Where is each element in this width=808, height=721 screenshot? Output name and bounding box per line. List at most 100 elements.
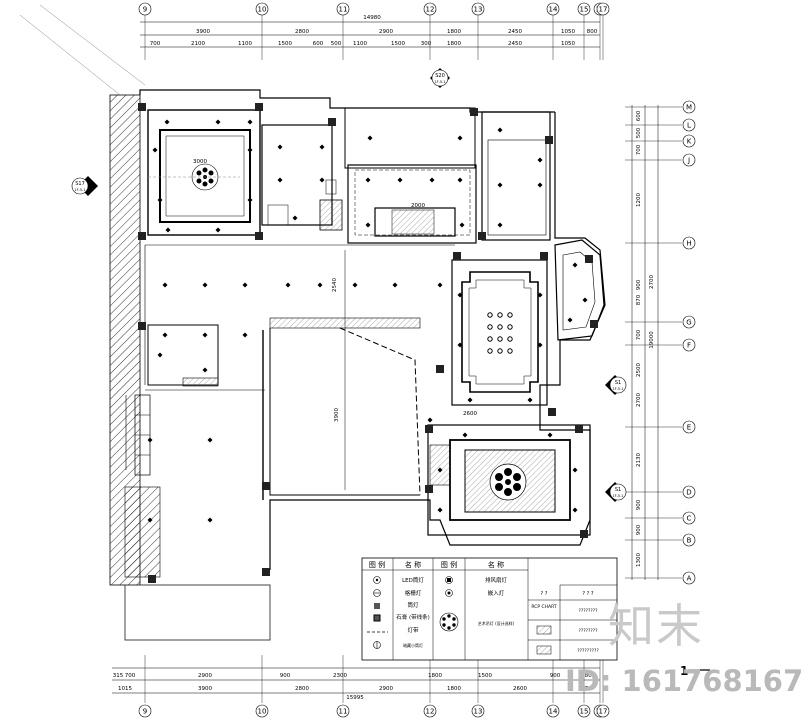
- downlight-icon: [467, 397, 473, 403]
- downlight-icon: [277, 177, 283, 183]
- svg-text:12: 12: [426, 6, 435, 14]
- downlight-icon: [537, 157, 543, 163]
- top-dimension-value: 500: [331, 41, 342, 47]
- downlight-icon: [567, 317, 573, 323]
- svg-text:14: 14: [549, 708, 558, 716]
- axis-bubble-top-14: 14: [546, 2, 560, 60]
- svg-text:12: 12: [426, 708, 435, 716]
- plan-dimension: 2540: [332, 278, 338, 292]
- downlight-icon: [547, 432, 553, 438]
- downlight-icon: [437, 282, 443, 288]
- downlight-icon: [147, 437, 153, 443]
- room-living-top: [344, 107, 477, 244]
- top-dimension-value: 2100: [191, 41, 205, 47]
- downlight-icon: [162, 282, 168, 288]
- axis-bubble-right-J: J: [625, 153, 696, 167]
- downlight-icon: [247, 197, 253, 203]
- legend-item-name: 格栅灯: [405, 589, 422, 597]
- top-dimension-value: 1500: [391, 41, 405, 47]
- downlight-icon: [367, 135, 373, 141]
- room-living-center: [145, 244, 455, 500]
- room-left-small: [134, 245, 265, 476]
- svg-text:11: 11: [339, 708, 348, 716]
- downlight-icon: [292, 215, 298, 221]
- downlight-icon: [462, 432, 468, 438]
- axis-bubble-right-M: M: [625, 100, 696, 114]
- bottom-dimension-value: 1050: [578, 686, 592, 692]
- right-dimension-value: 700: [636, 329, 642, 340]
- svg-text:G: G: [686, 319, 691, 327]
- top-dimension-value: 3900: [196, 29, 210, 35]
- plan-dimension: 3000: [193, 159, 207, 165]
- axis-bubble-bottom-15: 15: [577, 655, 591, 718]
- axis-bubble-bottom-14: 14: [546, 655, 560, 718]
- axis-bubble-top-15: 15: [577, 2, 591, 60]
- downlight-icon: [202, 332, 208, 338]
- top-dimension-value: 2900: [379, 29, 393, 35]
- legend-header: 名 称: [488, 560, 504, 569]
- svg-text:13: 13: [474, 708, 483, 716]
- top-dimension-value: 1800: [447, 41, 461, 47]
- svg-text:D: D: [686, 489, 691, 497]
- section-mark-s17: S17 1F-5-1: [71, 176, 98, 196]
- svg-text:S20: S20: [435, 73, 445, 79]
- axis-bubble-bottom-11: 11: [336, 655, 350, 718]
- svg-text:L: L: [687, 122, 691, 130]
- downlight-icon: [457, 292, 463, 298]
- svg-text:1F-5-1: 1F-5-1: [612, 494, 623, 498]
- downlight-icon: [365, 177, 371, 183]
- top-dimension-value: 2450: [508, 41, 522, 47]
- svg-text:A: A: [687, 575, 692, 583]
- downlight-icon: [537, 342, 543, 348]
- legend-header: 名 称: [405, 560, 421, 569]
- right-dimension-value: 2700: [636, 393, 642, 407]
- downlight-icon: [572, 507, 578, 513]
- downlight-icon: [572, 467, 578, 473]
- downlight-icon: [457, 135, 463, 141]
- room-kitchen: [261, 124, 343, 231]
- exterior-walls: [109, 89, 606, 641]
- svg-text:K: K: [687, 138, 692, 146]
- top-dimension-value: 2800: [295, 29, 309, 35]
- downlight-icon: [437, 467, 443, 473]
- axis-bubble-bottom-13: 13: [471, 655, 485, 718]
- downlight-icon: [207, 437, 213, 443]
- svg-text:M: M: [686, 104, 692, 112]
- construction-line: [19, 14, 121, 96]
- legend-header: 图 例: [369, 560, 385, 569]
- axis-bubble-right-L: L: [625, 118, 696, 132]
- top-dimension-value: 1500: [278, 41, 292, 47]
- right-dimension-value: 1300: [636, 553, 642, 567]
- downlight-icon: [582, 297, 588, 303]
- axis-bubble-right-C: C: [625, 511, 696, 525]
- bottom-dimension-value: 1015: [118, 686, 132, 692]
- construction-line: [39, 4, 146, 86]
- pendant-light-cluster-icon: [487, 312, 513, 354]
- legend-item-name: 嵌入灯: [488, 589, 505, 597]
- bottom-dimension-value: 2300: [333, 673, 347, 679]
- right-dimension-value: 900: [636, 499, 642, 510]
- bottom-dimension-value: 1800: [447, 686, 461, 692]
- downlight-icon: [202, 282, 208, 288]
- downlight-icon: [537, 182, 543, 188]
- legend-item-name: LED筒灯: [402, 576, 424, 584]
- room-dining-top-left: [147, 109, 261, 236]
- plan-dimension: 2000: [411, 203, 425, 209]
- downlight-icon: [215, 227, 221, 233]
- svg-text:9: 9: [143, 6, 147, 14]
- downlight-icon: [215, 119, 221, 125]
- bottom-axis-group: 91011121314151617: [138, 655, 610, 718]
- room-bay-window: [554, 239, 605, 341]
- downlight-icon: [164, 119, 170, 125]
- axis-bubble-right-G: G: [625, 315, 696, 329]
- svg-text:1F-5-1: 1F-5-1: [74, 188, 85, 192]
- downlight-icon: [537, 292, 543, 298]
- axis-bubble-top-9: 9: [138, 2, 152, 60]
- top-dimension-value: 1050: [561, 29, 575, 35]
- section-mark-s1-lower: S1 1F-5-1: [605, 482, 627, 502]
- svg-text:S1: S1: [615, 487, 621, 493]
- downlight-icon: [317, 282, 323, 288]
- svg-text:C: C: [687, 515, 692, 523]
